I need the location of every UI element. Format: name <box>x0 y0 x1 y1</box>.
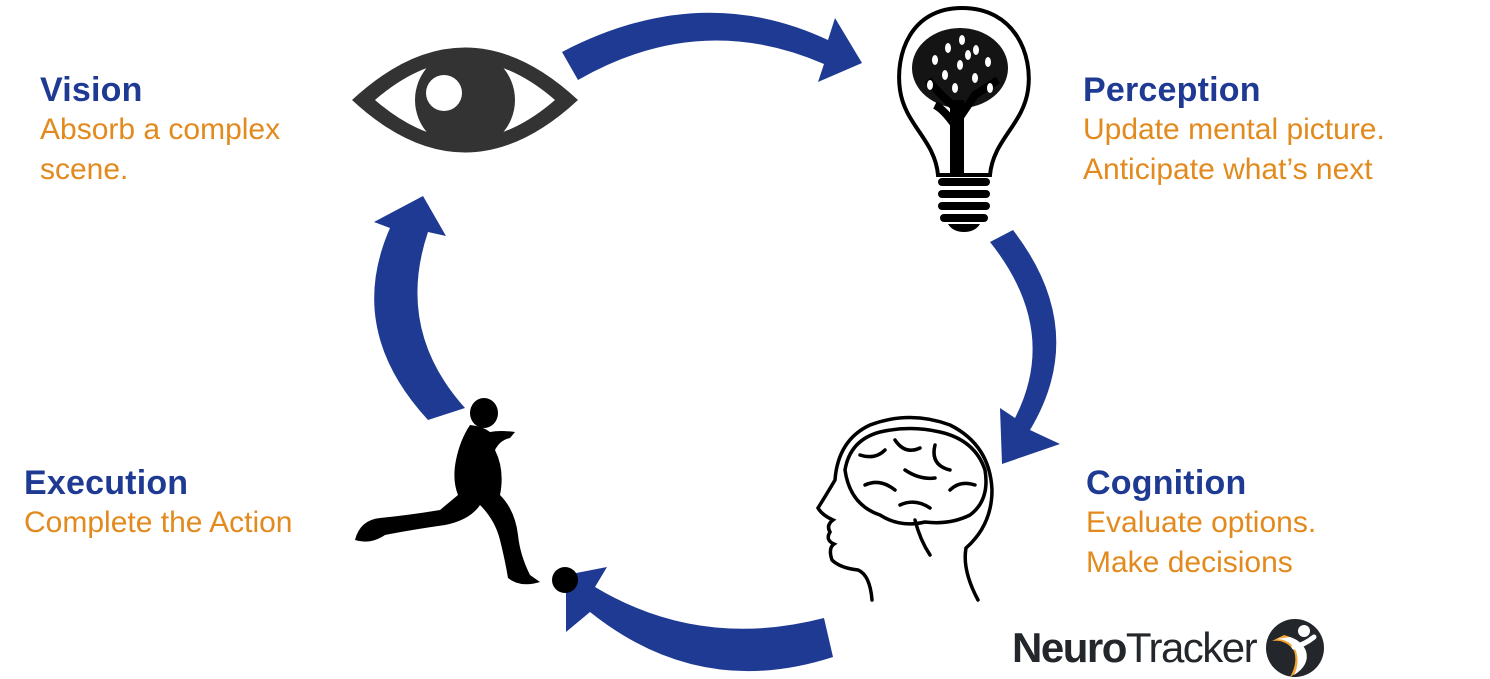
stage-vision-desc-line2: scene. <box>40 153 129 186</box>
neurotracker-logo: Neuro Tracker <box>1012 618 1326 678</box>
stage-perception-desc-line2: Anticipate what’s next <box>1083 153 1373 186</box>
eye-icon <box>352 47 578 153</box>
soccer-player-icon <box>355 398 578 593</box>
arrow-vision-to-perception <box>562 12 862 82</box>
stage-cognition-title: Cognition <box>1086 464 1247 502</box>
stage-vision-title: Vision <box>40 71 143 109</box>
head-brain-icon <box>815 415 994 602</box>
arrow-execution-to-vision <box>374 196 465 420</box>
stage-vision: Vision Absorb a complex scene. <box>40 70 280 190</box>
arrow-cognition-to-execution <box>566 567 833 672</box>
stage-cognition: Cognition Evaluate options. Make decisio… <box>1086 463 1316 583</box>
lightbulb-tree-icon <box>897 5 1031 232</box>
stage-vision-desc-line1: Absorb a complex <box>40 113 281 146</box>
neurotracker-figure-icon <box>1266 619 1325 677</box>
stage-perception-title: Perception <box>1083 71 1261 109</box>
stage-execution: Execution Complete the Action <box>24 463 293 543</box>
stage-cognition-desc-line2: Make decisions <box>1086 546 1293 579</box>
logo-text-bold: Neuro <box>1012 624 1127 671</box>
stage-execution-desc-line1: Complete the Action <box>24 506 293 539</box>
stage-perception: Perception Update mental picture. Antici… <box>1083 70 1385 190</box>
stage-execution-title: Execution <box>24 464 189 502</box>
stage-perception-desc-line1: Update mental picture. <box>1083 113 1385 146</box>
stage-cognition-desc-line1: Evaluate options. <box>1086 506 1317 539</box>
logo-text-light: Tracker <box>1125 624 1258 671</box>
arrow-perception-to-cognition <box>990 230 1060 464</box>
